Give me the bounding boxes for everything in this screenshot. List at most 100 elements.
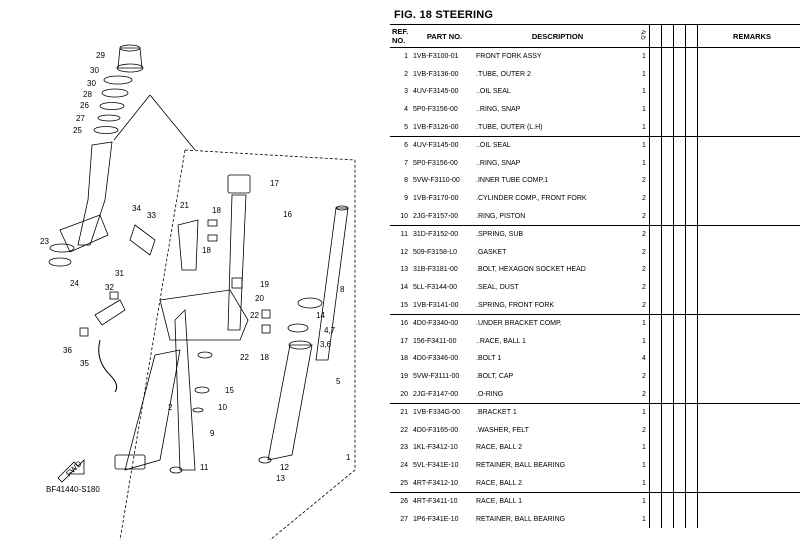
blank-cell	[685, 296, 698, 315]
description-cell: .RING, PISTON	[476, 212, 526, 220]
qty-cell: 1	[639, 100, 650, 119]
qty-cell: 1	[639, 135, 650, 155]
qty-cell: 1	[639, 47, 650, 66]
description-cell: .O-RING	[476, 390, 504, 398]
remarks-cell	[698, 190, 801, 208]
blank-cell	[685, 243, 698, 262]
qty-cell: 2	[639, 207, 650, 226]
description-cell: RETAINER, BALL BEARING	[476, 515, 566, 523]
description-cell: .BOLT, CAP	[476, 372, 514, 380]
ref-cell: 18	[400, 355, 408, 363]
ref-cell: 11	[390, 224, 411, 244]
callout: 2	[168, 403, 173, 412]
ref-cell: 5	[404, 123, 408, 131]
blank-cell	[661, 154, 674, 173]
part-number-cell: 4D0-F3346-00	[413, 355, 459, 363]
blank-cell	[649, 224, 662, 244]
description-cell: .CYLINDER COMP., FRONT FORK	[476, 195, 587, 203]
blank-cell	[673, 207, 686, 226]
blank-cell	[649, 510, 662, 529]
part-number-cell: 1VB-F3126-00	[413, 123, 459, 131]
callout: 18	[260, 353, 269, 362]
blank-cell	[673, 189, 686, 208]
part-number-cell: 5VW-F3111-00	[413, 372, 460, 380]
blank-cell	[673, 118, 686, 137]
blank-cell	[685, 189, 698, 208]
callout: 10	[218, 403, 227, 412]
blank-cell	[649, 243, 662, 262]
blank-cell	[649, 421, 662, 440]
column-header-blank	[649, 24, 662, 48]
qty-cell: 1	[639, 474, 650, 493]
blank-cell	[685, 439, 698, 457]
qty-label: Q'ty	[641, 30, 647, 40]
remarks-cell	[698, 333, 801, 351]
column-header-qty: Q'ty	[639, 24, 650, 48]
blank-cell	[673, 350, 686, 368]
blank-cell	[661, 189, 674, 208]
blank-cell	[673, 154, 686, 173]
description-cell: ..OIL SEAL	[476, 135, 639, 155]
description-cell: .TUBE, OUTER 2	[476, 70, 531, 78]
blank-cell	[661, 278, 674, 297]
part-number-cell: 1VB-F334G-00	[411, 402, 476, 422]
description-cell: ..RACE, BALL 1	[476, 337, 526, 345]
callout: 22	[240, 353, 249, 362]
description-cell: .WASHER, FELT	[476, 426, 529, 434]
blank-cell	[661, 243, 674, 262]
blank-cell	[685, 510, 698, 529]
blank-cell	[685, 207, 698, 226]
remarks-cell	[698, 118, 801, 136]
part-number-cell: 5LL-F3144-00	[413, 284, 457, 292]
column-header-blank	[673, 24, 686, 48]
blank-cell	[685, 47, 698, 66]
blank-cell	[673, 313, 686, 333]
description-cell: .BOLT 1	[476, 355, 502, 363]
blank-cell	[661, 172, 674, 190]
blank-cell	[673, 135, 686, 155]
description-cell: RACE, BALL 1	[476, 491, 639, 511]
ref-cell: 10	[400, 212, 408, 220]
table-header: REF. NO. PART NO. DESCRIPTION Q'ty REMAR…	[390, 24, 800, 48]
blank-cell	[661, 350, 674, 368]
ref-cell: 15	[400, 301, 408, 309]
description-cell: ..RING, SNAP	[476, 159, 521, 167]
remarks-cell	[697, 491, 800, 511]
callout: 18	[202, 246, 211, 255]
remarks-cell	[698, 439, 801, 457]
ref-cell: 17	[400, 337, 408, 345]
callout: 16	[283, 210, 292, 219]
blank-cell	[661, 491, 674, 511]
qty-cell: 2	[639, 172, 650, 190]
description-cell: RETAINER, BALL BEARING	[476, 461, 566, 469]
qty-cell: 2	[639, 385, 650, 404]
blank-cell	[685, 350, 698, 368]
description-cell: RACE, BALL 2	[476, 479, 523, 487]
remarks-cell	[698, 385, 801, 403]
blank-cell	[661, 118, 674, 137]
remarks-cell	[698, 48, 801, 66]
blank-cell	[661, 65, 674, 84]
callout: 19	[260, 280, 269, 289]
blank-cell	[661, 421, 674, 440]
qty-cell: 1	[639, 456, 650, 475]
remarks-cell	[698, 83, 801, 101]
blank-cell	[673, 439, 686, 457]
part-number-cell: 1KL-F3412-10	[413, 444, 458, 452]
callout: 29	[96, 51, 105, 60]
blank-cell	[673, 385, 686, 404]
remarks-cell	[698, 172, 801, 190]
description-cell: .GASKET	[476, 248, 507, 256]
